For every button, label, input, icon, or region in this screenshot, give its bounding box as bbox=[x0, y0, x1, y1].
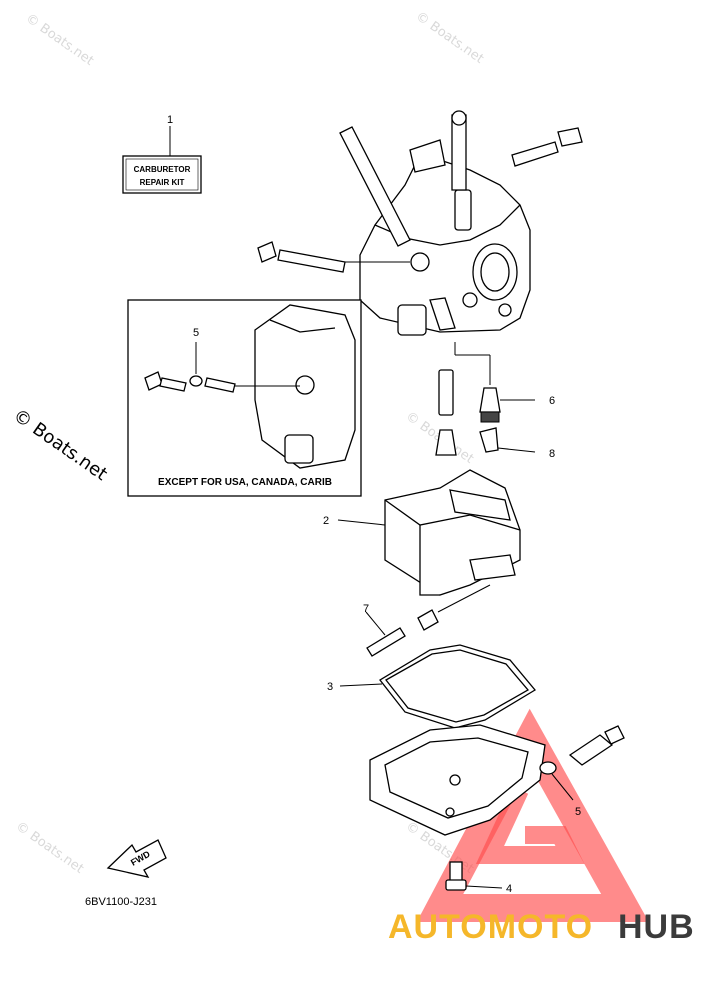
float-pin bbox=[366, 584, 491, 657]
needle-valve-group bbox=[435, 342, 501, 456]
inset-caption: EXCEPT FOR USA, CANADA, CARIB bbox=[158, 477, 332, 488]
fwd-arrow-icon: FWD bbox=[106, 839, 167, 878]
callout-1: 1 bbox=[167, 114, 173, 126]
float-chamber bbox=[369, 724, 546, 836]
callout-2: 2 bbox=[323, 515, 329, 527]
callout-6: 6 bbox=[549, 395, 555, 407]
inset-box: 5 EXCEPT FOR USA, CANADA, CARIB bbox=[127, 299, 362, 497]
leader-line-8 bbox=[497, 447, 536, 453]
logo-triangle bbox=[416, 708, 649, 922]
callout-7: 7 bbox=[363, 603, 369, 615]
diagram-code: 6BV1100-J231 bbox=[85, 896, 157, 908]
drain-screw bbox=[539, 725, 625, 775]
callout-3: 3 bbox=[327, 681, 333, 693]
leader-line-2 bbox=[337, 519, 386, 526]
float-chamber-gasket bbox=[379, 644, 536, 729]
side-watermark: © Boats.net bbox=[9, 405, 111, 485]
leader-line-4 bbox=[465, 885, 503, 889]
leader-line-5-main bbox=[551, 773, 574, 801]
automotohub-logo: AUTOMOTO HUB bbox=[388, 908, 695, 946]
float bbox=[384, 469, 521, 596]
logo-text-automoto: AUTOMOTO bbox=[388, 908, 593, 946]
kit-label-line2: REPAIR KIT bbox=[140, 178, 185, 187]
watermark-text: © Boats.net bbox=[23, 11, 97, 69]
leader-line-3 bbox=[339, 683, 383, 687]
logo-text-hub: HUB bbox=[618, 908, 695, 946]
kit-label-line1: CARBURETOR bbox=[134, 165, 191, 174]
callout-5-inset: 5 bbox=[193, 327, 199, 339]
watermark-text: © Boats.net bbox=[13, 819, 87, 877]
leader-line-7 bbox=[365, 611, 386, 636]
repair-kit-label: CARBURETOR REPAIR KIT bbox=[122, 155, 202, 194]
callout-8: 8 bbox=[549, 448, 555, 460]
pilot-screw-set bbox=[257, 110, 583, 273]
watermark-text: © Boats.net bbox=[413, 9, 487, 67]
callout-5-main: 5 bbox=[575, 806, 581, 818]
chamber-screw bbox=[445, 861, 467, 891]
callout-4: 4 bbox=[506, 883, 512, 895]
carburetor-body bbox=[359, 139, 531, 336]
